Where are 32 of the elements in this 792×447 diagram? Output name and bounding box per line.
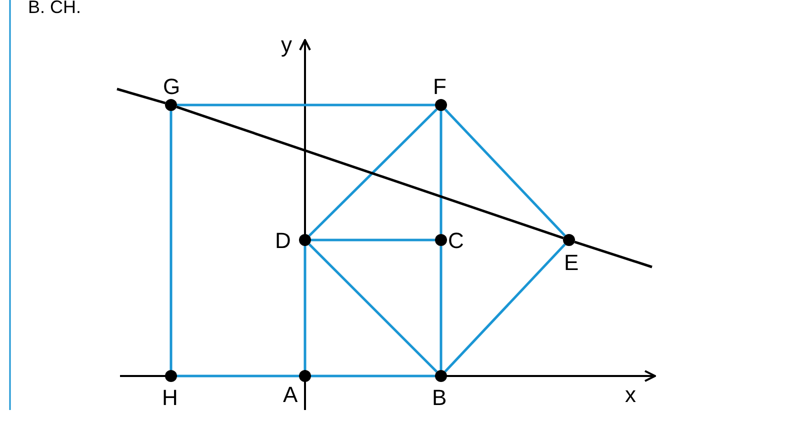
point-label: F [433, 76, 446, 98]
segment [440, 111, 442, 234]
segment [308, 108, 438, 237]
point-label: B [432, 387, 447, 409]
point-label: D [275, 230, 291, 252]
figure-heading: B. CH. [28, 0, 82, 18]
point-label: C [448, 230, 464, 252]
point-dot [299, 370, 311, 382]
segment [311, 238, 435, 242]
segment [304, 246, 306, 370]
point-label: H [162, 387, 178, 409]
segment [177, 104, 435, 106]
point-dot [299, 234, 311, 246]
axis-label: x [625, 384, 636, 406]
segment [440, 246, 442, 370]
line [176, 106, 564, 240]
point-dot [563, 234, 575, 246]
point-dot [165, 99, 177, 111]
point-dot [435, 370, 447, 382]
point-dot [165, 370, 177, 382]
point-label: G [163, 76, 180, 98]
segment [444, 244, 566, 372]
point-dot [435, 99, 447, 111]
point-label: A [283, 384, 298, 406]
segment [308, 243, 438, 373]
segment [170, 111, 172, 370]
axis-label: y [281, 34, 292, 56]
point-label: E [564, 252, 579, 274]
segment [444, 108, 566, 236]
segment [311, 374, 435, 378]
segment [177, 374, 299, 378]
point-dot [435, 234, 447, 246]
